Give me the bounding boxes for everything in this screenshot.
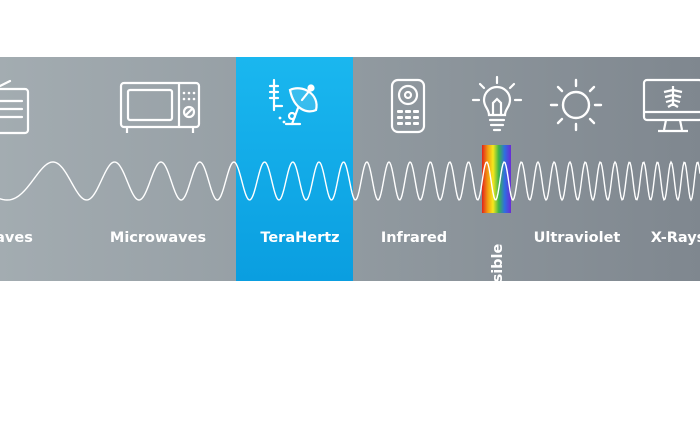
microwave-oven-icon bbox=[119, 81, 201, 135]
satellite-dish-icon bbox=[268, 76, 324, 136]
label-infrared: Infrared bbox=[380, 230, 448, 246]
label-ultraviolet: Ultraviolet bbox=[533, 230, 621, 246]
radio-icon bbox=[0, 79, 32, 135]
xray-monitor-icon bbox=[642, 78, 700, 134]
visible-spectrum-strip bbox=[482, 145, 511, 213]
remote-control-icon bbox=[390, 78, 426, 134]
label-x-rays: X-Rays bbox=[650, 230, 700, 246]
wave-line bbox=[0, 160, 700, 202]
light-bulb-icon bbox=[470, 75, 524, 135]
label-microwaves: Microwaves bbox=[109, 230, 207, 246]
label-visible: Visible bbox=[490, 243, 506, 281]
spectrum-band: aves Microwaves TeraHertz Infrared Visib… bbox=[0, 57, 700, 281]
label-terahertz: TeraHertz bbox=[260, 230, 340, 246]
terahertz-highlight bbox=[236, 57, 353, 281]
label-radio-waves: aves bbox=[0, 230, 33, 246]
sun-icon bbox=[548, 77, 604, 133]
